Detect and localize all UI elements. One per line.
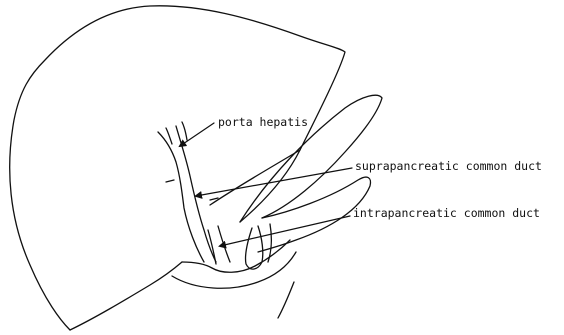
pointer-suprapancreatic [196, 168, 352, 196]
hepatic-branch-right [182, 122, 187, 140]
lower-outer-curve [172, 252, 296, 288]
pointer-intrapancreatic [220, 216, 350, 246]
inner-lobe-curve [210, 150, 300, 205]
label-porta-hepatis: porta hepatis [218, 115, 308, 129]
pointer-porta-hepatis [180, 123, 214, 146]
label-intrapancreatic-common-duct: intrapancreatic common duct [353, 206, 540, 220]
duodenum-curve [182, 240, 290, 272]
label-suprapancreatic-common-duct: suprapancreatic common duct [355, 159, 542, 173]
hepatic-branch-left [166, 128, 172, 144]
common-duct-left [158, 132, 204, 262]
liver-inferior-edge [70, 262, 182, 330]
duct-mark-2 [210, 198, 218, 200]
duct-mark-1 [166, 180, 174, 182]
bottom-right-stub [278, 282, 294, 318]
